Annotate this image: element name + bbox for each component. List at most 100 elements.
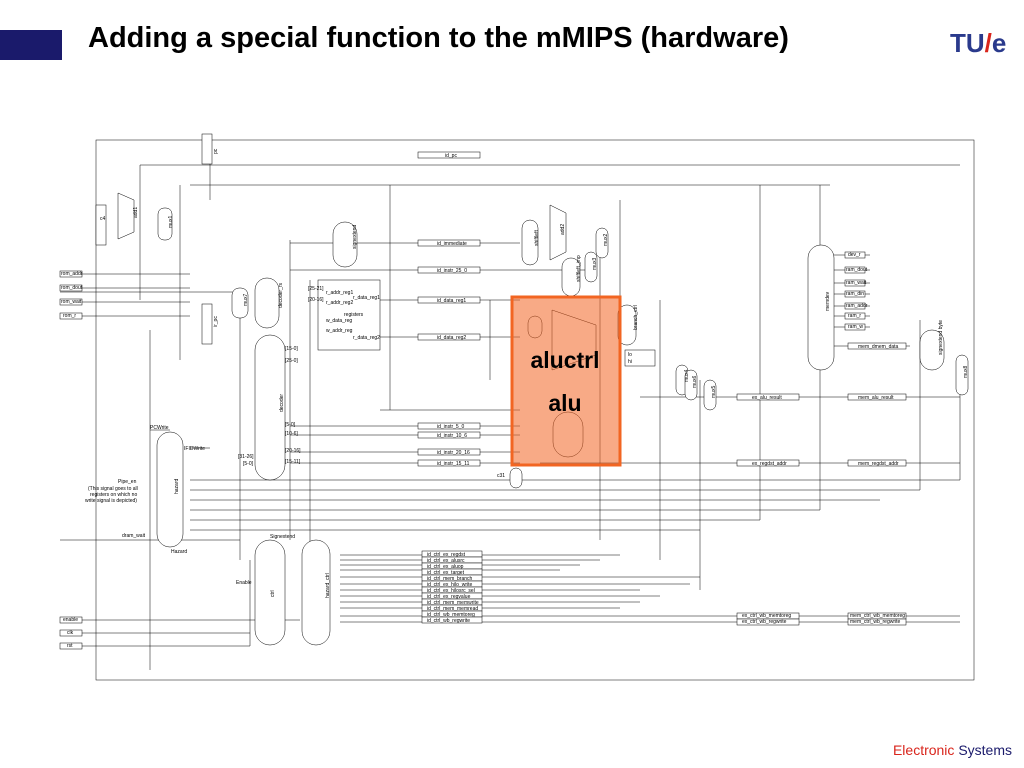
mem-dmem-data-label: mem_dmem_data xyxy=(858,344,899,350)
id-instr-5-0-label: id_instr_5_0 xyxy=(437,424,464,430)
ram-din-label: ram_din xyxy=(846,291,864,297)
bits-5-0-b: [5-0] xyxy=(243,461,254,467)
mux8-block xyxy=(955,354,969,396)
rom-wait-label: rom_wait xyxy=(61,299,82,305)
logo-text-e: e xyxy=(991,28,1007,58)
add2-label: add2 xyxy=(560,224,566,235)
mem-regdst-addr-label: mem_regdst_addr xyxy=(858,461,899,467)
slide-title: Adding a special function to the mMIPS (… xyxy=(88,22,789,54)
mux5-block xyxy=(703,379,717,411)
clk-label: clk xyxy=(67,630,74,636)
mem-ctrl-regwrite-label: mem_ctrl_wb_regwrite xyxy=(850,619,901,625)
signextend-byte-block xyxy=(919,329,945,371)
rom-addr-label: rom_addr xyxy=(61,271,83,277)
ram-dout-label: ram_dout xyxy=(846,267,868,273)
rst-label: rst xyxy=(67,643,73,649)
id-pc-label: id_pc xyxy=(445,153,457,159)
id-immediate-label: id_immediate xyxy=(437,241,467,247)
rom-dout-label: rom_dout xyxy=(61,285,83,291)
footer-branding: Electronic Systems xyxy=(893,742,1012,758)
add2-block xyxy=(549,204,567,261)
mux6-block xyxy=(684,369,698,401)
mux1-label: mux1 xyxy=(168,216,174,228)
ctrl-reg-label: id_ctrl_mem_branch xyxy=(427,576,473,582)
id-instr-25-0-label: id_instr_25_0 xyxy=(437,268,467,274)
bits-15-0: [15-0] xyxy=(285,346,298,352)
c4-label: c4 xyxy=(100,216,106,222)
ctrl-reg-label: id_ctrl_wb_regwrite xyxy=(427,618,470,624)
decoder-rs-block xyxy=(254,277,280,329)
bits-25-21: [25-21] xyxy=(308,286,324,292)
highlight-label-alu: alu xyxy=(548,390,581,416)
mux7-label: mux7 xyxy=(243,294,249,306)
ctrl-reg-box xyxy=(421,616,483,624)
enable-label: enable xyxy=(63,617,78,623)
schematic-frame xyxy=(95,139,975,681)
ctrl-reg-label: id_ctrl_ex_hilosrc_sel xyxy=(427,588,475,594)
ctrl-reg-label: id_ctrl_ex_hilo_write xyxy=(427,582,473,588)
signextend-signal-label: Signextend xyxy=(270,534,295,540)
ctrl-label: ctrl xyxy=(270,590,276,597)
dev-r-label: dev_r xyxy=(848,252,861,258)
ctrl-reg-label: id_ctrl_ex_target xyxy=(427,570,465,576)
ram-wait-label: ram_wait xyxy=(846,280,867,286)
pipe-en-label: Pipe_en xyxy=(118,479,137,485)
bits-25-0: [25-0] xyxy=(285,358,298,364)
ram-r-label: ram_r xyxy=(848,313,861,319)
ctrl-reg-label: id_ctrl_mem_memread xyxy=(427,606,478,612)
mem-ctrl-memtoreg-label: mem_ctrl_wb_memtoreg xyxy=(850,613,905,619)
pipe-note-line2: registers on which no xyxy=(90,492,137,498)
mux3-label: mux3 xyxy=(592,258,598,270)
c31-label: c31 xyxy=(497,473,505,479)
bits-20-16-b: [20-16] xyxy=(285,448,301,454)
logo-slash: / xyxy=(984,28,992,58)
ifidwrite-label: IFIDWrite xyxy=(184,446,205,452)
pc-block xyxy=(201,133,213,165)
ex-alu-result-label: ex_alu_result xyxy=(752,395,782,401)
registers-label: registers xyxy=(344,312,364,318)
ctrl-reg-label: id_ctrl_wb_memtoreg xyxy=(427,612,475,618)
hi-label: hi xyxy=(628,359,632,365)
id-data-reg2-label: id_data_reg2 xyxy=(437,335,466,341)
pc-mux-block xyxy=(95,204,107,246)
footer-electronic: Electronic xyxy=(892,742,955,758)
branch-ctrl-label: branch_ctrl xyxy=(633,305,639,330)
enable-ctrl-label: Enable xyxy=(236,580,252,586)
title-accent-bar xyxy=(0,30,62,60)
mux4-label: mux4 xyxy=(684,370,690,382)
ir-pc-label: ir_pc xyxy=(213,316,219,327)
ex-ctrl-memtoreg-label: ex_ctrl_wb_memtoreg xyxy=(742,613,791,619)
mux1-block xyxy=(157,207,173,241)
ex-regdst-addr-label: ex_regdst_addr xyxy=(752,461,787,467)
r-addr-reg1-label: r_addr_reg1 xyxy=(326,290,353,296)
hazard-block xyxy=(156,431,184,548)
regdst-mux-block xyxy=(509,467,523,489)
hazard-out-label: Hazard xyxy=(171,549,187,555)
signextend-byte-label: signextend byte xyxy=(938,320,944,355)
mux5-label: mux5 xyxy=(711,386,717,398)
decoder-label: decoder xyxy=(279,394,285,412)
hazard-ctrl-label: hazard_ctrl xyxy=(325,573,331,598)
id-instr-15-11-label: id_instr_15_11 xyxy=(437,461,470,467)
memdev-label: memdev xyxy=(825,291,831,311)
add1-label: add1 xyxy=(133,207,139,218)
hazard-ctrl-block xyxy=(301,539,331,646)
ex-ctrl-regwrite-label: ex_ctrl_wb_regwrite xyxy=(742,619,787,625)
id-data-reg1-label: id_data_reg1 xyxy=(437,298,466,304)
hazard-label: hazard xyxy=(174,478,180,494)
decoder-rs-label: decoder_rs xyxy=(278,282,284,308)
ram-w-label: ram_w xyxy=(848,324,863,330)
w-addr-reg-label: w_addr_reg xyxy=(326,328,353,334)
bits-20-16: [20-16] xyxy=(308,297,324,303)
ctrl-reg-label: id_ctrl_ex_alusrc xyxy=(427,558,465,564)
mux2-label: mux2 xyxy=(603,234,609,246)
bits-15-11: [15-11] xyxy=(285,459,301,465)
shiftleft-label: shiftleft xyxy=(534,230,540,246)
bits-5-0: [5-0] xyxy=(285,422,296,428)
tue-logo: TU/e xyxy=(950,28,1006,59)
r-data-reg1-label: r_data_reg1 xyxy=(353,295,380,301)
decoder-block xyxy=(254,334,286,481)
ram-addr-label: ram_addr xyxy=(846,303,868,309)
ctrl-reg-label: id_ctrl_ex_regvalue xyxy=(427,594,471,600)
